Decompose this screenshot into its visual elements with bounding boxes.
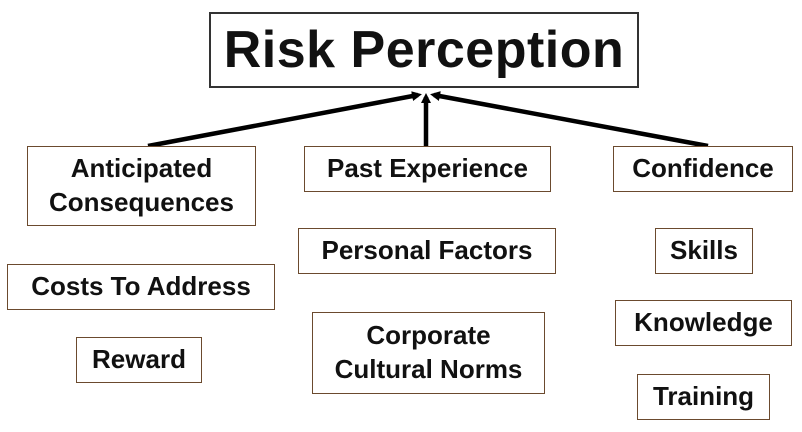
reward-box: Reward <box>76 337 202 383</box>
skills-text: Skills <box>670 235 738 266</box>
confidence-text: Confidence <box>632 153 774 184</box>
anticipated-line-1: Anticipated <box>70 153 213 184</box>
anticipated-consequences-box: Anticipated Consequences <box>27 146 256 226</box>
arrow-anticipated-to-title <box>147 91 422 149</box>
title-box: Risk Perception <box>209 12 639 88</box>
arrow-confidence-to-title <box>430 91 709 149</box>
costs-to-address-text: Costs To Address <box>31 271 251 302</box>
corporate-line-1: Corporate <box>366 320 491 351</box>
corporate-line-2: Cultural Norms <box>334 354 523 384</box>
knowledge-box: Knowledge <box>615 300 792 346</box>
skills-box: Skills <box>655 228 753 274</box>
personal-factors-box: Personal Factors <box>298 228 556 274</box>
corporate-cultural-norms-box: Corporate Cultural Norms <box>312 312 545 394</box>
knowledge-text: Knowledge <box>634 307 773 338</box>
past-experience-text: Past Experience <box>327 153 528 184</box>
training-text: Training <box>652 381 755 412</box>
personal-factors-text: Personal Factors <box>321 235 533 266</box>
costs-to-address-box: Costs To Address <box>7 264 275 310</box>
past-experience-box: Past Experience <box>304 146 551 192</box>
reward-text: Reward <box>92 344 186 375</box>
training-box: Training <box>637 374 770 420</box>
anticipated-line-2: Consequences <box>49 187 234 217</box>
title-text: Risk Perception <box>223 21 625 79</box>
confidence-box: Confidence <box>613 146 793 192</box>
